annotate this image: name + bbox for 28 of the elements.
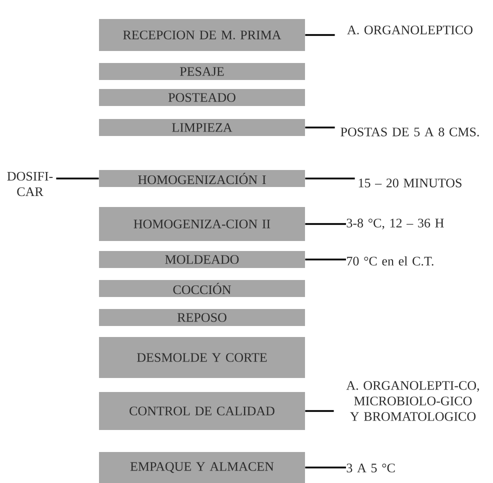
process-box: PESAJE xyxy=(99,63,305,80)
annotation-text: DOSIFI-CAR xyxy=(7,172,53,196)
connector-line xyxy=(305,410,334,412)
process-box: HOMOGENIZACIÓN I xyxy=(99,170,305,187)
annotation-text: 3 A 5 °C xyxy=(346,464,395,472)
annotation-text: 3-8 °C, 12 – 36 H xyxy=(346,218,444,230)
annotation-text: POSTAS DE 5 A 8 CMS. xyxy=(340,128,479,136)
connector-line xyxy=(56,178,99,180)
connector-line xyxy=(305,223,346,225)
process-box: LIMPIEZA xyxy=(99,119,305,136)
process-box: DESMOLDE Y CORTE xyxy=(99,337,305,378)
process-box: RECEPCION DE M. PRIMA xyxy=(99,19,305,51)
connector-line xyxy=(305,178,355,180)
connector-line xyxy=(305,126,335,128)
process-box: EMPAQUE Y ALMACEN xyxy=(99,452,305,483)
connector-line xyxy=(305,466,346,468)
annotation-text: A. ORGANOLEPTICO xyxy=(347,26,472,34)
process-box: COCCIÓN xyxy=(99,280,305,297)
process-box: HOMOGENIZA-CION II xyxy=(99,207,305,241)
annotation-text: 15 – 20 MINUTOS xyxy=(358,178,462,188)
process-box: CONTROL DE CALIDAD xyxy=(99,392,305,430)
process-box: REPOSO xyxy=(99,309,305,326)
process-box: POSTEADO xyxy=(99,89,305,106)
annotation-text: 70 °C en el C.T. xyxy=(347,256,434,266)
annotation-text: A. ORGANOLEPTI-CO, MICROBIOLO-GICO Y BROMATOLOGICO xyxy=(346,381,479,421)
connector-line xyxy=(305,34,335,36)
connector-line xyxy=(305,258,346,260)
process-box: MOLDEADO xyxy=(99,251,305,268)
